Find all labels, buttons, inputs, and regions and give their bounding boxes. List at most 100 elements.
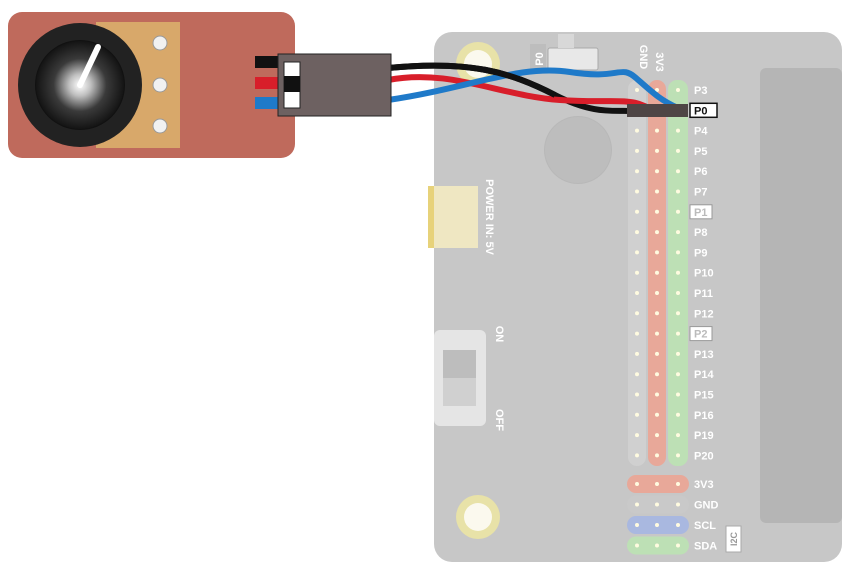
power-in-label: POWER IN: 5V xyxy=(483,179,495,255)
pin-label-p15: P15 xyxy=(694,390,714,402)
gnd-top-label: GND xyxy=(637,45,649,70)
pin-dot xyxy=(655,209,659,214)
pin-dot xyxy=(676,189,680,194)
pin-label-box xyxy=(689,204,713,220)
pin-label-p14: P14 xyxy=(694,369,714,381)
pin-dot xyxy=(655,270,659,275)
pin-dot xyxy=(676,270,680,275)
pin-dot xyxy=(676,351,680,356)
pin-dot xyxy=(655,502,659,507)
pin-dot xyxy=(655,392,659,397)
pin-dot xyxy=(635,169,639,174)
pin-dot xyxy=(635,88,639,92)
pin-dot xyxy=(635,189,639,194)
switch-off-label: OFF xyxy=(493,409,505,431)
pin-dot xyxy=(676,502,680,507)
power-row-label: SCL xyxy=(694,520,716,532)
pin-dot xyxy=(635,523,639,527)
pin-dot xyxy=(676,523,680,527)
pin-label-p11: P11 xyxy=(694,288,713,300)
top-connector xyxy=(547,47,599,71)
pin-dot xyxy=(635,230,639,235)
pin-dot xyxy=(676,453,680,458)
pin-dot xyxy=(635,543,639,548)
pin-label-p8: P8 xyxy=(694,227,707,239)
pin-hole-3 xyxy=(152,118,168,134)
pin-dot xyxy=(676,230,680,235)
pin-dot xyxy=(676,331,680,336)
pin-dot xyxy=(635,392,639,397)
pin-label-box xyxy=(689,326,713,342)
board-plug xyxy=(627,104,688,117)
switch-on-label: ON xyxy=(493,326,505,343)
pin-dot xyxy=(635,453,639,458)
power-row-label: GND xyxy=(694,500,719,512)
pin-labels: P3P0P4P5P6P7P1P8P9P10P11P12P2P13P14P15P1… xyxy=(689,85,718,462)
pin-label-p10: P10 xyxy=(694,268,714,280)
cable xyxy=(255,53,688,117)
pin-dots xyxy=(635,88,680,458)
pin-dot xyxy=(676,169,680,174)
pin-dot xyxy=(655,482,659,486)
pin-dot xyxy=(635,482,639,486)
pin-dot xyxy=(655,88,659,92)
pin-label-p4: P4 xyxy=(694,126,708,138)
pin-hole-1 xyxy=(152,35,168,51)
pin-dot xyxy=(676,250,680,255)
pin-dot xyxy=(676,412,680,417)
pin-label-p20: P20 xyxy=(694,450,714,462)
pin-dot xyxy=(655,148,659,153)
pin-dot xyxy=(676,311,680,316)
i2c-label: I2C xyxy=(729,532,739,547)
wire-blue xyxy=(387,67,680,111)
pin-dot xyxy=(635,502,639,507)
pin-dot xyxy=(655,331,659,336)
power-row-label: SDA xyxy=(694,541,717,553)
pin-label-box xyxy=(689,102,718,119)
pin-dot xyxy=(655,351,659,356)
pin-label-p6: P6 xyxy=(694,166,707,178)
pin-label-p16: P16 xyxy=(694,410,714,422)
pin-dot xyxy=(676,433,680,438)
pin-dot xyxy=(635,331,639,336)
pin-dot xyxy=(676,128,680,133)
pin-label-p5: P5 xyxy=(694,146,707,158)
pin-dot xyxy=(635,270,639,275)
pin-dot xyxy=(635,372,639,377)
pin-dot xyxy=(635,250,639,255)
pin-dot xyxy=(635,412,639,417)
pin-dot xyxy=(655,311,659,316)
pin-dot xyxy=(676,392,680,397)
pin-label-p0: P0 xyxy=(694,105,707,117)
pin-dot xyxy=(635,148,639,153)
pin-label-p7: P7 xyxy=(694,187,707,199)
pin-hole-2 xyxy=(152,77,168,93)
wire-red xyxy=(387,74,657,115)
microbit-slot xyxy=(760,68,842,523)
pin-dot xyxy=(635,351,639,356)
pin-dot xyxy=(655,453,659,458)
pin-label-p9: P9 xyxy=(694,247,707,259)
pin-dot xyxy=(655,169,659,174)
knob-pointer xyxy=(77,44,101,88)
pin-label-p1: P1 xyxy=(694,207,707,219)
pin-dot xyxy=(655,291,659,295)
pin-dot xyxy=(676,209,680,214)
pin-dot xyxy=(655,412,659,417)
pin-dot xyxy=(635,311,639,316)
pin-dot xyxy=(655,543,659,548)
pin-label-p3: P3 xyxy=(694,85,707,97)
p0-top-label: P0 xyxy=(534,52,546,65)
i2c-badge xyxy=(725,525,742,553)
pin-label-p19: P19 xyxy=(694,430,714,442)
pin-dot xyxy=(655,128,659,133)
power-connector xyxy=(428,186,478,248)
pin-dot xyxy=(676,372,680,377)
pin-dot xyxy=(676,148,680,153)
pin-dot xyxy=(676,543,680,548)
expansion-board: P0 GND 3V3 POWER IN: 5V ON OFF P3P0P4P5P… xyxy=(428,32,842,562)
pin-dot xyxy=(635,209,639,214)
pin-dot xyxy=(676,482,680,486)
